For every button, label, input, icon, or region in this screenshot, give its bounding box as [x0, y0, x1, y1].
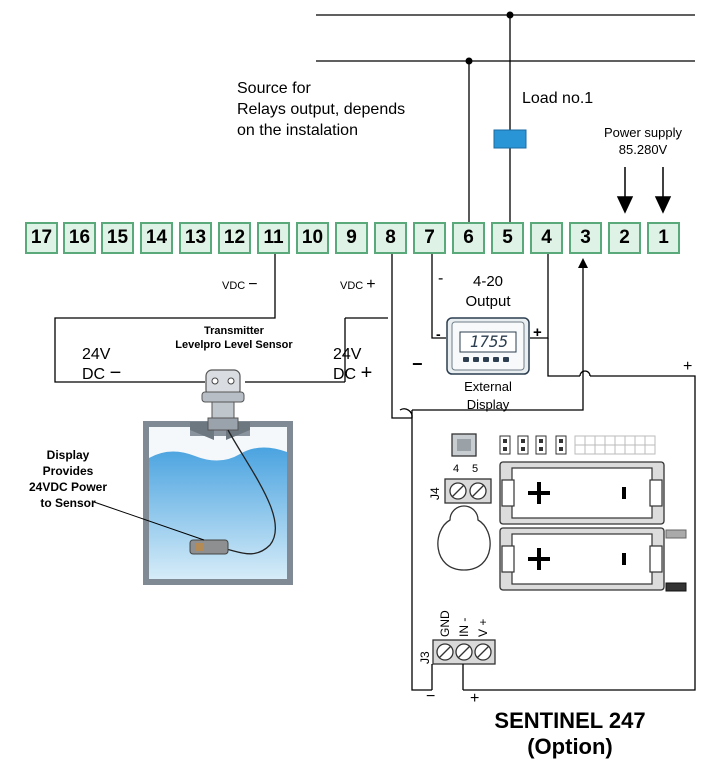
terminal-14: 14: [140, 222, 173, 254]
load-label: Load no.1: [522, 90, 594, 107]
sentinel-title: SENTINEL 247 (Option): [494, 708, 646, 759]
terminal-9: 9: [335, 222, 368, 254]
terminal-7: 7: [413, 222, 446, 254]
j3-label: J3: [418, 651, 432, 664]
terminal-2: 2: [608, 222, 641, 254]
transmitter-label: Transmitter Levelpro Level Sensor: [175, 325, 293, 351]
vdc-plus-label: VDC +: [340, 276, 376, 293]
wire-terminal-8: [391, 254, 412, 419]
j4-pin5-label: 5: [472, 463, 479, 475]
terminal-11: 11: [257, 222, 290, 254]
display-readout: 1755: [469, 332, 509, 351]
junction-dot: [506, 11, 514, 19]
terminal-15: 15: [101, 222, 134, 254]
terminal-5: 5: [491, 222, 524, 254]
arrow-down-icon: [654, 196, 672, 214]
j4-label: J4: [428, 487, 442, 500]
tank: [143, 421, 293, 585]
terminal-8: 8: [374, 222, 407, 254]
terminal-10: 10: [296, 222, 329, 254]
j3-gnd-label: GND: [438, 610, 452, 637]
terminal-4: 4: [530, 222, 563, 254]
output-label: 4-20 Output: [465, 273, 511, 310]
relay-source-note: Source for Relays output, depends on the…: [237, 80, 406, 139]
external-display-label: External Display: [464, 379, 512, 412]
left-24vdc-label: 24V DC −: [82, 346, 122, 384]
j3-in-label: IN -: [457, 617, 471, 637]
terminal-1: 1: [647, 222, 680, 254]
wire-terminal-3: [412, 262, 584, 411]
wire-terminal-11: [54, 254, 276, 383]
level-sensor: [189, 369, 277, 555]
external-display: [446, 317, 530, 375]
leader-line: [93, 501, 205, 541]
power-supply-label: Power supply 85.280V: [603, 125, 683, 157]
sentinel-board: [431, 433, 687, 690]
terminal-12: 12: [218, 222, 251, 254]
display-power-note: Display Provides 24VDC Power to Sensor: [28, 448, 108, 510]
junction-dot: [465, 57, 473, 65]
terminal-13: 13: [179, 222, 212, 254]
wire-terminal-7: [431, 254, 446, 339]
terminal-3: 3: [569, 222, 602, 254]
terminal-16: 16: [63, 222, 96, 254]
wire-board-plus: [463, 375, 696, 691]
terminal-6: 6: [452, 222, 485, 254]
j4-pin4-label: 4: [453, 463, 460, 475]
vdc-minus-label: VDC −: [222, 276, 258, 293]
j3-v-label: V +: [476, 618, 490, 637]
relay-load: [493, 129, 527, 149]
terminal-17: 17: [25, 222, 58, 254]
arrow-down-icon: [616, 196, 634, 214]
right-24vdc-label: 24V DC +: [333, 346, 373, 384]
